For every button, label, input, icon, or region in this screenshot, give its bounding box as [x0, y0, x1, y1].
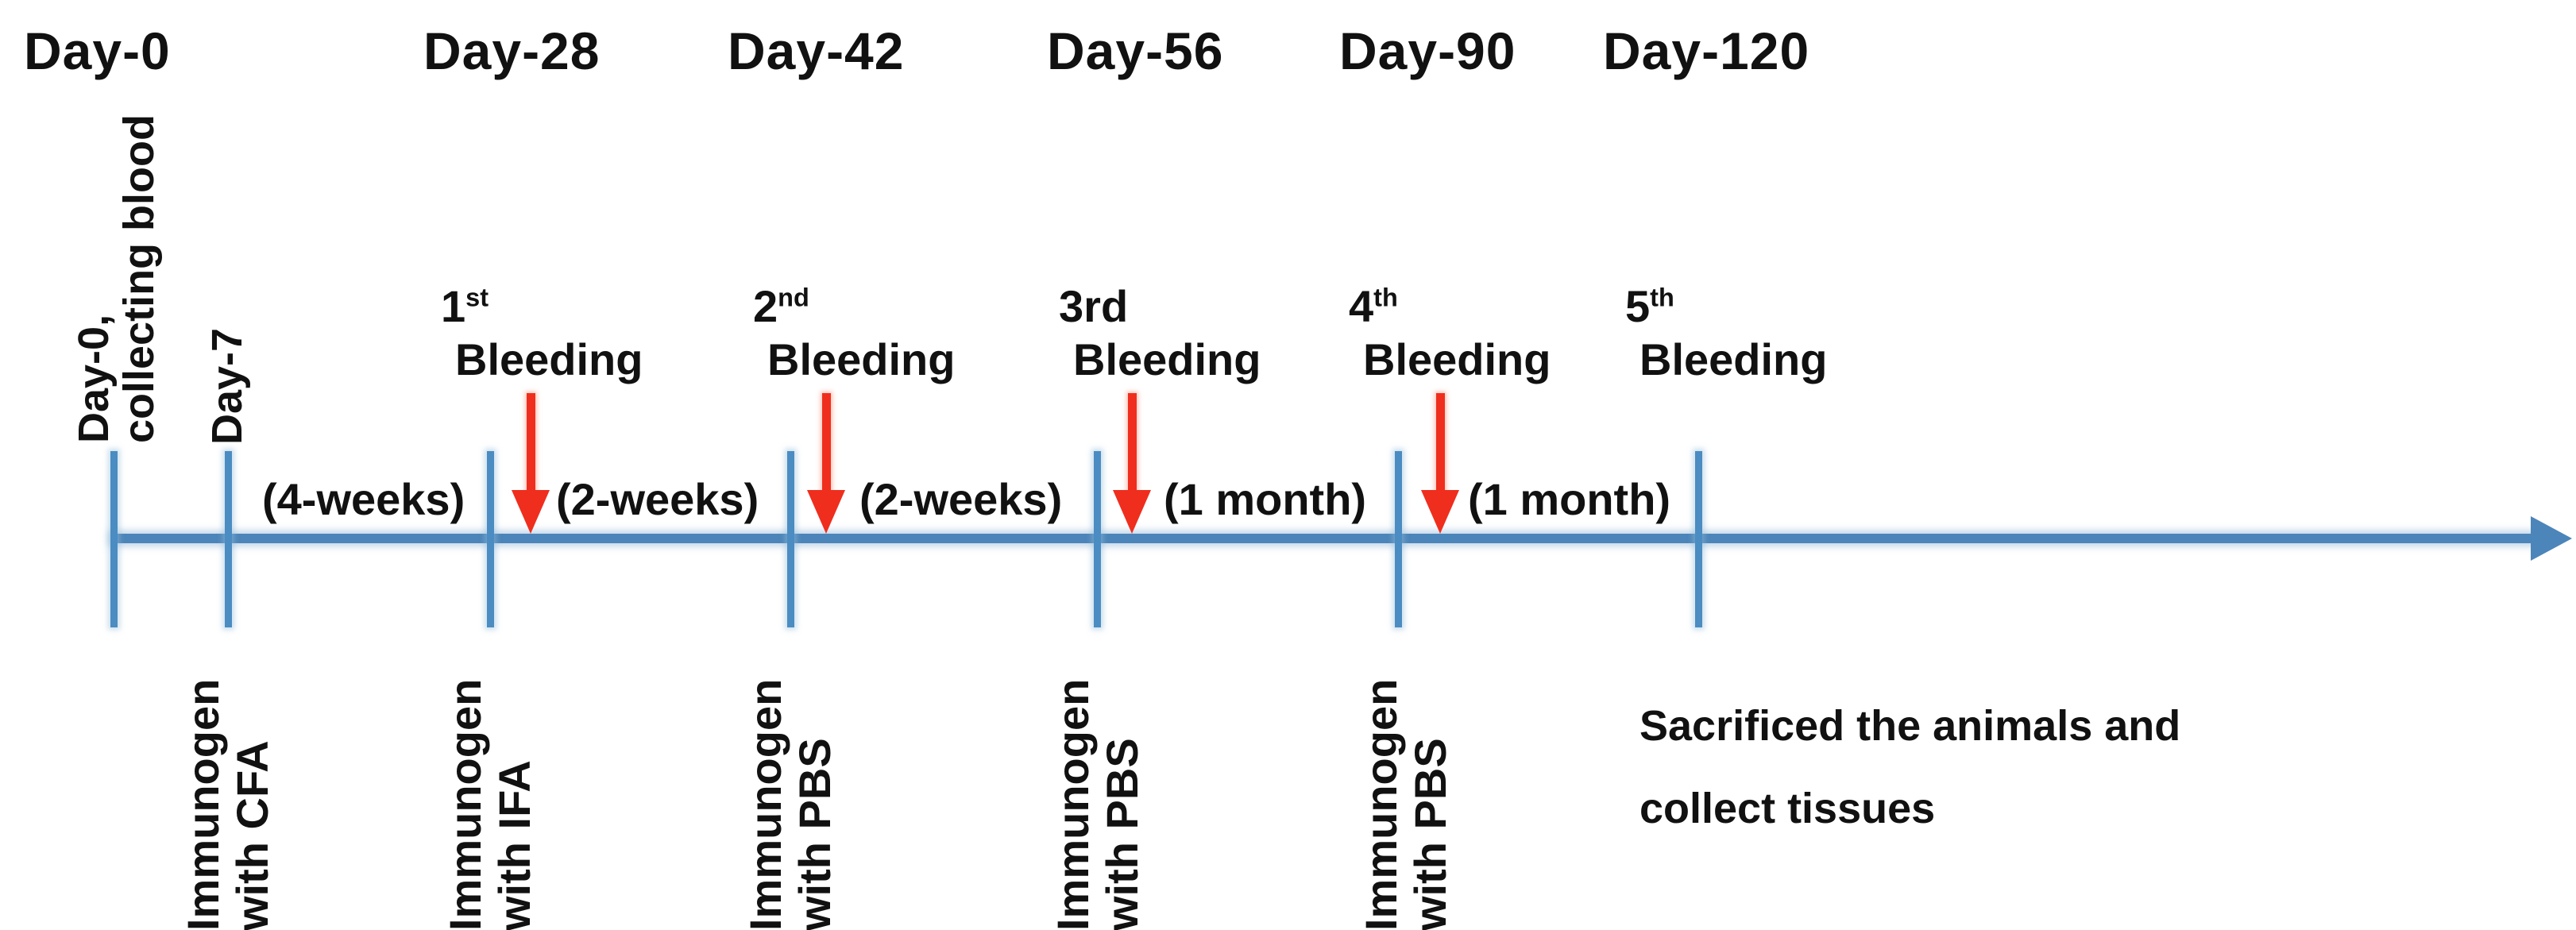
- interval-label-2-weeks-1: (2-weeks): [556, 474, 759, 524]
- injection-line1: Immunogen: [1356, 678, 1406, 930]
- bleeding-word: Bleeding: [1073, 334, 1261, 384]
- bleeding-label-1: 1st Bleeding: [441, 280, 643, 386]
- interval-label-4-weeks: (4-weeks): [262, 474, 465, 524]
- tick-day-90: [1395, 451, 1402, 627]
- endpoint-note: Sacrificed the animals and collect tissu…: [1639, 685, 2180, 850]
- bleeding-ordinal: 5th: [1625, 281, 1674, 331]
- tick-day-56: [1094, 451, 1101, 627]
- tick-day-42: [787, 451, 794, 627]
- endpoint-line1: Sacrificed the animals and: [1639, 702, 2181, 750]
- injection-line2: with PBS: [1405, 738, 1455, 930]
- bleeding-label-3: 3rd Bleeding: [1059, 280, 1261, 386]
- day-header-day-56: Day-56: [1047, 21, 1224, 80]
- start-label-line2: collecting blood: [115, 114, 163, 443]
- day7-label-line1: Day-7: [203, 327, 251, 445]
- injection-line1: Immunogen: [740, 678, 790, 930]
- day-header-day-42: Day-42: [728, 21, 905, 80]
- bleeding-word: Bleeding: [767, 334, 956, 384]
- injection-line1: Immunogen: [440, 678, 490, 930]
- injection-label-pbs-2: Immunogen with PBS: [1048, 629, 1147, 930]
- tick-day-7: [225, 451, 232, 627]
- timeline-arrowhead-icon: [2531, 516, 2572, 561]
- day-header-day-0: Day-0: [24, 21, 171, 80]
- timeline-axis: [111, 534, 2535, 543]
- tick-day-120: [1695, 451, 1702, 627]
- tick-day-0: [110, 451, 118, 627]
- bleeding-word: Bleeding: [455, 334, 643, 384]
- bleeding-ordinal: 4th: [1349, 281, 1398, 331]
- interval-label-1-month-1: (1 month): [1164, 474, 1367, 524]
- tick-day-28: [487, 451, 494, 627]
- injection-line1: Immunogen: [1048, 678, 1098, 930]
- start-label-line1: Day-0,: [70, 314, 118, 443]
- bleeding-ordinal: 3rd: [1059, 281, 1129, 331]
- day7-label-rotated: Day-7: [203, 327, 251, 445]
- injection-line2: with PBS: [790, 738, 840, 930]
- day-header-day-90: Day-90: [1339, 21, 1516, 80]
- bleeding-label-2: 2nd Bleeding: [753, 280, 955, 386]
- day-header-day-120: Day-120: [1603, 21, 1810, 80]
- bleeding-label-5: 5th Bleeding: [1625, 280, 1827, 386]
- injection-label-pbs-3: Immunogen with PBS: [1356, 629, 1455, 930]
- bleeding-label-4: 4th Bleeding: [1349, 280, 1551, 386]
- injection-label-pbs-1: Immunogen with PBS: [740, 629, 840, 930]
- injection-line2: with IFA: [489, 760, 539, 930]
- injection-label-ifa: Immunogen with IFA: [440, 629, 539, 930]
- interval-label-1-month-2: (1 month): [1468, 474, 1671, 524]
- injection-line2: with PBS: [1097, 738, 1147, 930]
- interval-label-2-weeks-2: (2-weeks): [859, 474, 1063, 524]
- injection-line2: with CFA: [227, 740, 277, 930]
- endpoint-line2: collect tissues: [1639, 785, 1936, 832]
- start-label-rotated: Day-0, collecting blood: [70, 114, 163, 443]
- bleeding-ordinal: 1st: [441, 281, 489, 331]
- injection-line1: Immunogen: [178, 678, 228, 930]
- bleeding-ordinal: 2nd: [753, 281, 809, 331]
- injection-label-cfa: Immunogen with CFA: [178, 629, 277, 930]
- bleeding-word: Bleeding: [1363, 334, 1551, 384]
- day-header-day-28: Day-28: [423, 21, 601, 80]
- bleeding-word: Bleeding: [1639, 334, 1828, 384]
